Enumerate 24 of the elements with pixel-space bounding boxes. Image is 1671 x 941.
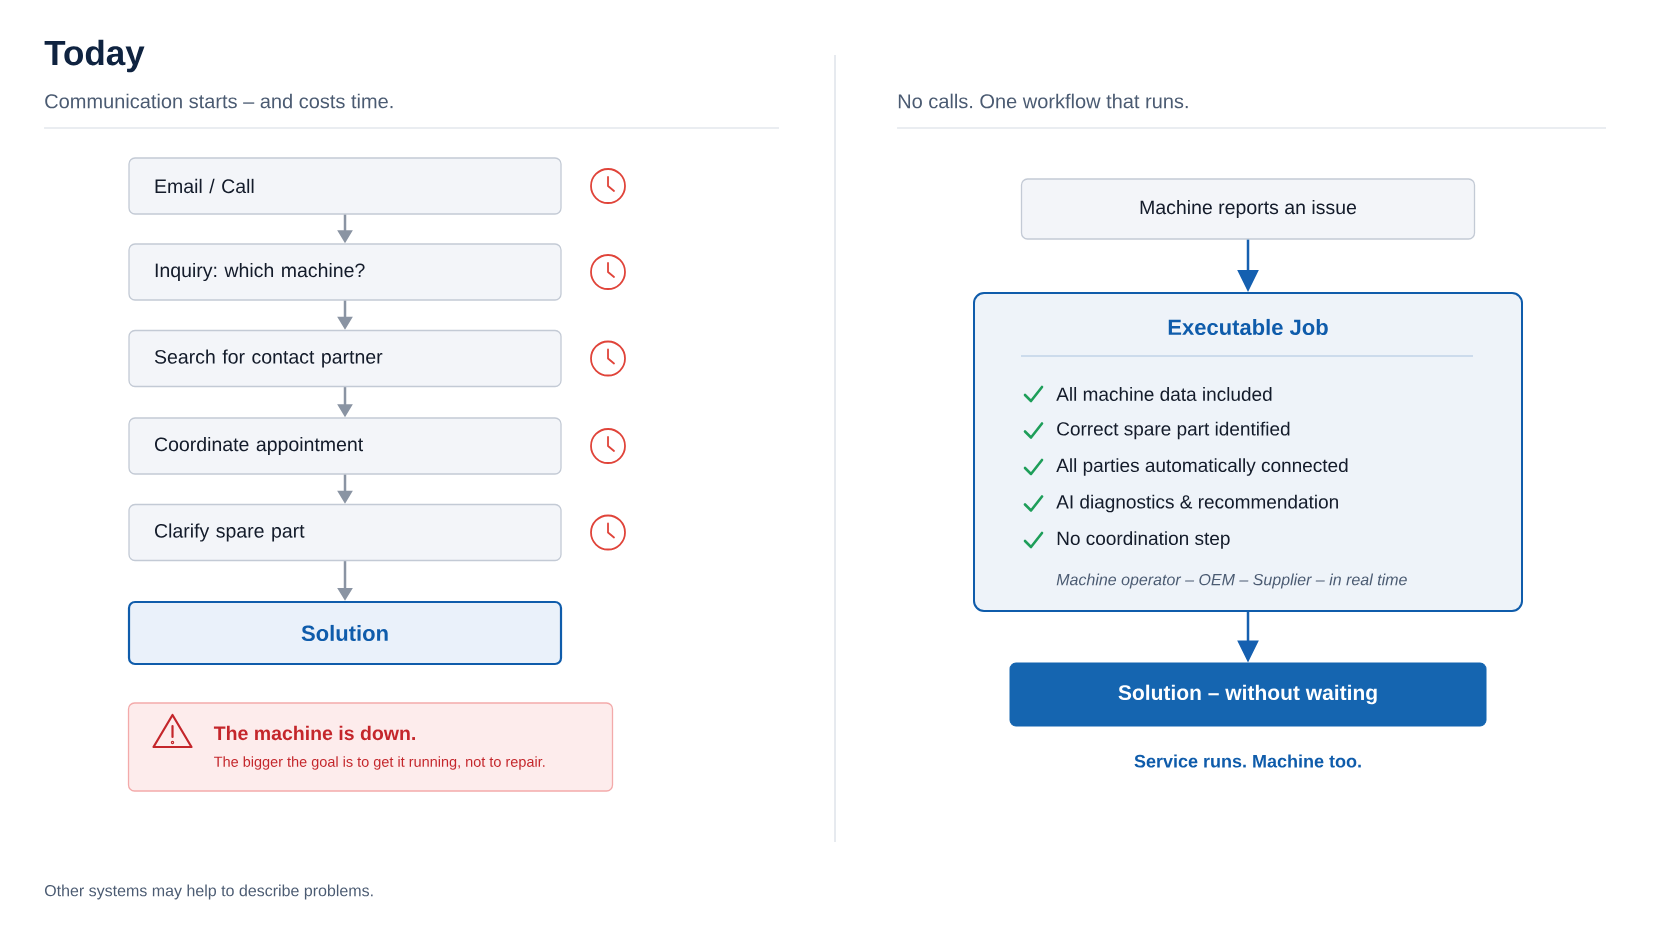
result-box: Solution: [127, 600, 563, 666]
result-box: Solution – without waiting: [1009, 662, 1487, 727]
step-box: Search for contact partner: [128, 329, 562, 388]
panel-note: Machine operator – OEM – Supplier – in real time: [1056, 573, 1407, 589]
step-box: Inquiry: which machine?: [128, 243, 562, 301]
step-box: Coordinate appointment: [128, 417, 562, 475]
step-box: Email / Call: [128, 157, 562, 215]
heading: Today: [44, 39, 145, 73]
job-panel: [973, 292, 1523, 612]
check-item: No coordination step: [1057, 531, 1230, 549]
check-item: AI diagnostics & recommendation: [1056, 494, 1338, 513]
panel-heading: Executable Job: [1168, 318, 1328, 336]
subheading: Communication starts – and costs time.: [45, 93, 393, 109]
step-box: Machine reports an issue: [1020, 178, 1476, 240]
subheading: No calls. One workflow that runs.: [898, 93, 1188, 109]
check-item: Correct spare part identified: [1057, 421, 1290, 440]
footnote: Other systems may help to describe problems.: [44, 884, 373, 900]
alert-text: The bigger the goal is to get it running, not to repair.: [214, 756, 545, 770]
alert-title: The machine is down.: [213, 725, 415, 741]
check-item: All parties automatically connected: [1056, 458, 1348, 476]
step-box: Clarify spare part: [128, 503, 562, 562]
check-item: All machine data included: [1056, 387, 1272, 401]
alert-box: [127, 702, 614, 792]
caption-text: Service runs. Machine too.: [1134, 754, 1361, 768]
